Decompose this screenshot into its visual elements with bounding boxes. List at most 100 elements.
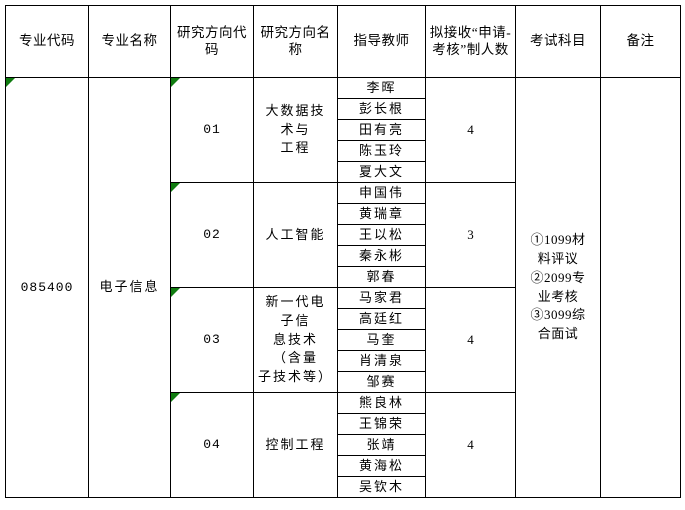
table-row: 彭长根 (6, 98, 681, 120)
cell-direction-name-04: 控制工程 (253, 392, 338, 498)
direction-name-line: 控制工程 (265, 436, 326, 452)
header-cell-major-code: 专业代码 (5, 5, 89, 78)
cell-remark (600, 77, 681, 498)
table-row: 肖清泉 (6, 350, 681, 372)
table-row: 04 控制工程 熊良林 4 (6, 392, 681, 498)
cell-direction-name-01: 大数据技 术与 工程 (253, 77, 338, 183)
comment-marker-icon (171, 288, 180, 297)
exam-subject-line: 合面试 (537, 326, 579, 342)
cell-advisor: 马奎 (337, 329, 426, 351)
cell-advisor: 邹赛 (337, 371, 426, 393)
cell-quota-04: 4 (425, 392, 516, 498)
header-cell-quota: 拟接收“申请-考核”制人数 (425, 5, 516, 78)
advisor-name: 秦永彬 (358, 247, 404, 263)
direction-code-value: 01 (203, 122, 221, 138)
quota-value: 3 (467, 226, 474, 242)
cell-advisor: 王锦荣 (337, 413, 426, 435)
advisor-name: 熊良林 (358, 394, 404, 410)
table-row: 王以松 (6, 224, 681, 246)
exam-subject-line: ②2099专 (530, 269, 586, 285)
quota-value: 4 (467, 436, 474, 452)
table-header-row: 专业代码 专业名称 研究方向代码 研究方向名称 指导教师 拟接收“申请-考核”制… (5, 5, 681, 78)
exam-subject-line: 业考核 (537, 288, 579, 304)
major-code-value: 085400 (20, 279, 74, 295)
advisor-name: 马家君 (358, 289, 404, 305)
table-row: 02 人工智能 申国伟 3 (6, 182, 681, 288)
exam-subject-line: ①1099材 (530, 231, 586, 247)
direction-name-line: 新一代电 (265, 293, 326, 309)
exam-subject-line: ③3099综 (530, 307, 586, 323)
advisor-name: 张靖 (366, 436, 397, 452)
cell-advisor: 肖清泉 (337, 350, 426, 372)
cell-advisor: 王以松 (337, 224, 426, 246)
advisor-name: 王以松 (358, 226, 404, 242)
table-row: 高廷红 (6, 308, 681, 330)
exam-subject-line: 料评议 (537, 250, 579, 266)
table-row: 085400 电子信息 01 大数据技 术与 工程 李晖 (5, 77, 681, 498)
header-cell-advisor: 指导教师 (337, 5, 426, 78)
table-row: 吴钦木 (6, 476, 681, 498)
table-row: 陈玉玲 (6, 140, 681, 162)
cell-direction-name-02: 人工智能 (253, 182, 338, 288)
header-cell-direction-code: 研究方向代码 (170, 5, 254, 78)
advisor-name: 马奎 (366, 331, 397, 347)
advisor-name: 黄海松 (358, 457, 404, 473)
admissions-table: 专业代码 专业名称 研究方向代码 研究方向名称 指导教师 拟接收“申请-考核”制… (5, 5, 681, 498)
direction-name-line: 工程 (280, 140, 311, 156)
direction-code-value: 03 (203, 332, 221, 348)
header-label-quota: 拟接收“申请-考核”制人数 (429, 24, 512, 57)
cell-quota-01: 4 (425, 77, 516, 183)
major-name-value: 电子信息 (99, 279, 160, 295)
advisor-name: 田有亮 (358, 121, 404, 137)
direction-code-value: 04 (203, 437, 221, 453)
cell-direction-name-03: 新一代电 子信 息技术 （含量 子技术等） (253, 287, 338, 393)
cell-advisor: 熊良林 (337, 392, 426, 414)
advisor-name: 郭春 (366, 268, 397, 284)
cell-advisor: 黄瑞章 (337, 203, 426, 225)
direction-name-line: 子信 (280, 312, 311, 328)
direction-code-value: 02 (203, 227, 221, 243)
cell-advisor: 马家君 (337, 287, 426, 309)
cell-quota-03: 4 (425, 287, 516, 393)
table-row: 田有亮 (6, 119, 681, 141)
advisor-name: 吴钦木 (358, 478, 404, 494)
header-label-direction-name: 研究方向名称 (260, 24, 331, 57)
advisor-name: 王锦荣 (358, 415, 404, 431)
advisor-name: 申国伟 (358, 184, 404, 200)
direction-name-line: 息技术 (272, 331, 318, 347)
cell-direction-code-01: 01 (170, 77, 254, 183)
cell-advisor: 田有亮 (337, 119, 426, 141)
advisor-name: 高廷红 (358, 310, 404, 326)
comment-marker-icon (171, 78, 180, 87)
cell-advisor: 彭长根 (337, 98, 426, 120)
comment-marker-icon (171, 393, 180, 402)
table-row: 黄海松 (6, 455, 681, 477)
table-row: 马奎 (6, 329, 681, 351)
table-row: 张靖 (6, 434, 681, 456)
cell-advisor: 高廷红 (337, 308, 426, 330)
header-label-major-name: 专业名称 (101, 33, 158, 49)
cell-advisor: 郭春 (337, 266, 426, 288)
header-cell-direction-name: 研究方向名称 (253, 5, 338, 78)
table-row: 秦永彬 (6, 245, 681, 267)
cell-direction-code-03: 03 (170, 287, 254, 393)
cell-advisor: 李晖 (337, 77, 426, 99)
advisor-name: 黄瑞章 (358, 205, 404, 221)
advisor-name: 夏大文 (358, 163, 404, 179)
advisor-name: 肖清泉 (358, 352, 404, 368)
cell-quota-02: 3 (425, 182, 516, 288)
advisor-name: 陈玉玲 (358, 142, 404, 158)
header-label-advisor: 指导教师 (353, 33, 410, 49)
cell-major-code: 085400 (5, 77, 89, 498)
header-label-remark: 备注 (626, 33, 655, 49)
cell-advisor: 张靖 (337, 434, 426, 456)
header-label-exam-subjects: 考试科目 (530, 33, 586, 49)
cell-advisor: 秦永彬 (337, 245, 426, 267)
header-cell-remark: 备注 (600, 5, 681, 78)
cell-major-name: 电子信息 (88, 77, 171, 498)
cell-advisor: 吴钦木 (337, 476, 426, 498)
quota-value: 4 (467, 121, 474, 137)
header-label-direction-code: 研究方向代码 (177, 24, 247, 57)
header-cell-major-name: 专业名称 (88, 5, 171, 78)
cell-advisor: 申国伟 (337, 182, 426, 204)
